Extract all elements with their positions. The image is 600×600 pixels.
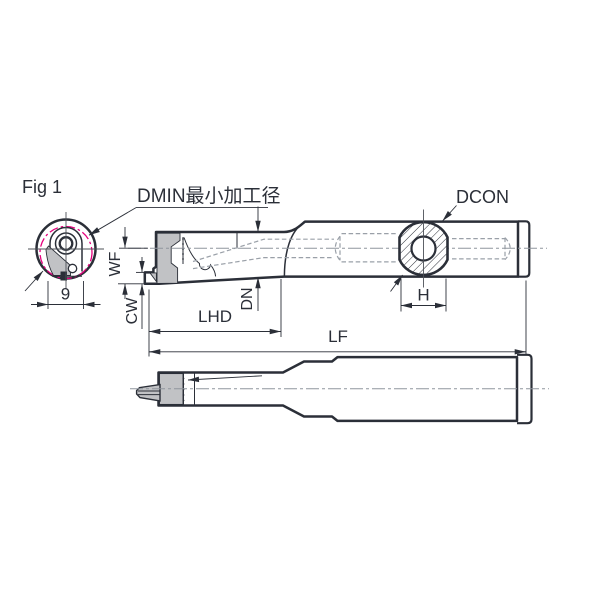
dim-label-lhd: LHD bbox=[198, 307, 232, 326]
dmin-label: DMIN最小加工径 bbox=[137, 185, 281, 207]
dimension-dn: DN bbox=[239, 206, 261, 311]
dim-label-9: 9 bbox=[61, 285, 70, 304]
dcon-leader-arrow bbox=[442, 205, 457, 222]
cross-section: H DCON bbox=[390, 187, 509, 312]
insert-pocket-curve bbox=[183, 237, 217, 277]
dimension-h: H bbox=[400, 278, 447, 312]
dim-label-wf: WF bbox=[107, 251, 124, 276]
end-view: 9 bbox=[24, 212, 104, 309]
hidden-coolant-lines bbox=[192, 233, 511, 270]
dim-label-dn: DN bbox=[239, 287, 256, 310]
insert-tip-front bbox=[60, 271, 67, 281]
section-flat-leader bbox=[390, 274, 403, 292]
dim-label-cw: CW bbox=[124, 297, 141, 325]
dim-label-lf: LF bbox=[328, 327, 348, 346]
clamp-block bbox=[156, 232, 181, 284]
figure-caption: Fig 1 bbox=[22, 177, 62, 197]
clamp-leader-arrow bbox=[24, 270, 44, 292]
dmin-callout: DMIN最小加工径 bbox=[88, 185, 281, 236]
dmin-leader-arrow bbox=[88, 207, 137, 236]
dimension-wf: WF bbox=[107, 227, 148, 299]
dcon-label: DCON bbox=[456, 187, 509, 207]
dimension-head-width-9: 9 bbox=[31, 281, 101, 309]
insert-leader-line bbox=[187, 375, 263, 383]
dimension-lhd: LHD bbox=[148, 279, 282, 357]
tool-body-outline bbox=[143, 220, 520, 286]
bottom-view bbox=[130, 353, 549, 425]
insert-tip-shade bbox=[149, 272, 157, 283]
dimension-cw: CW bbox=[124, 257, 151, 329]
small-screw-circle bbox=[67, 263, 78, 274]
dimension-lf: LF bbox=[149, 280, 527, 357]
shank-end-cap bbox=[518, 220, 531, 278]
neck-transition-curve bbox=[283, 221, 304, 276]
dim-label-h: H bbox=[417, 286, 429, 305]
